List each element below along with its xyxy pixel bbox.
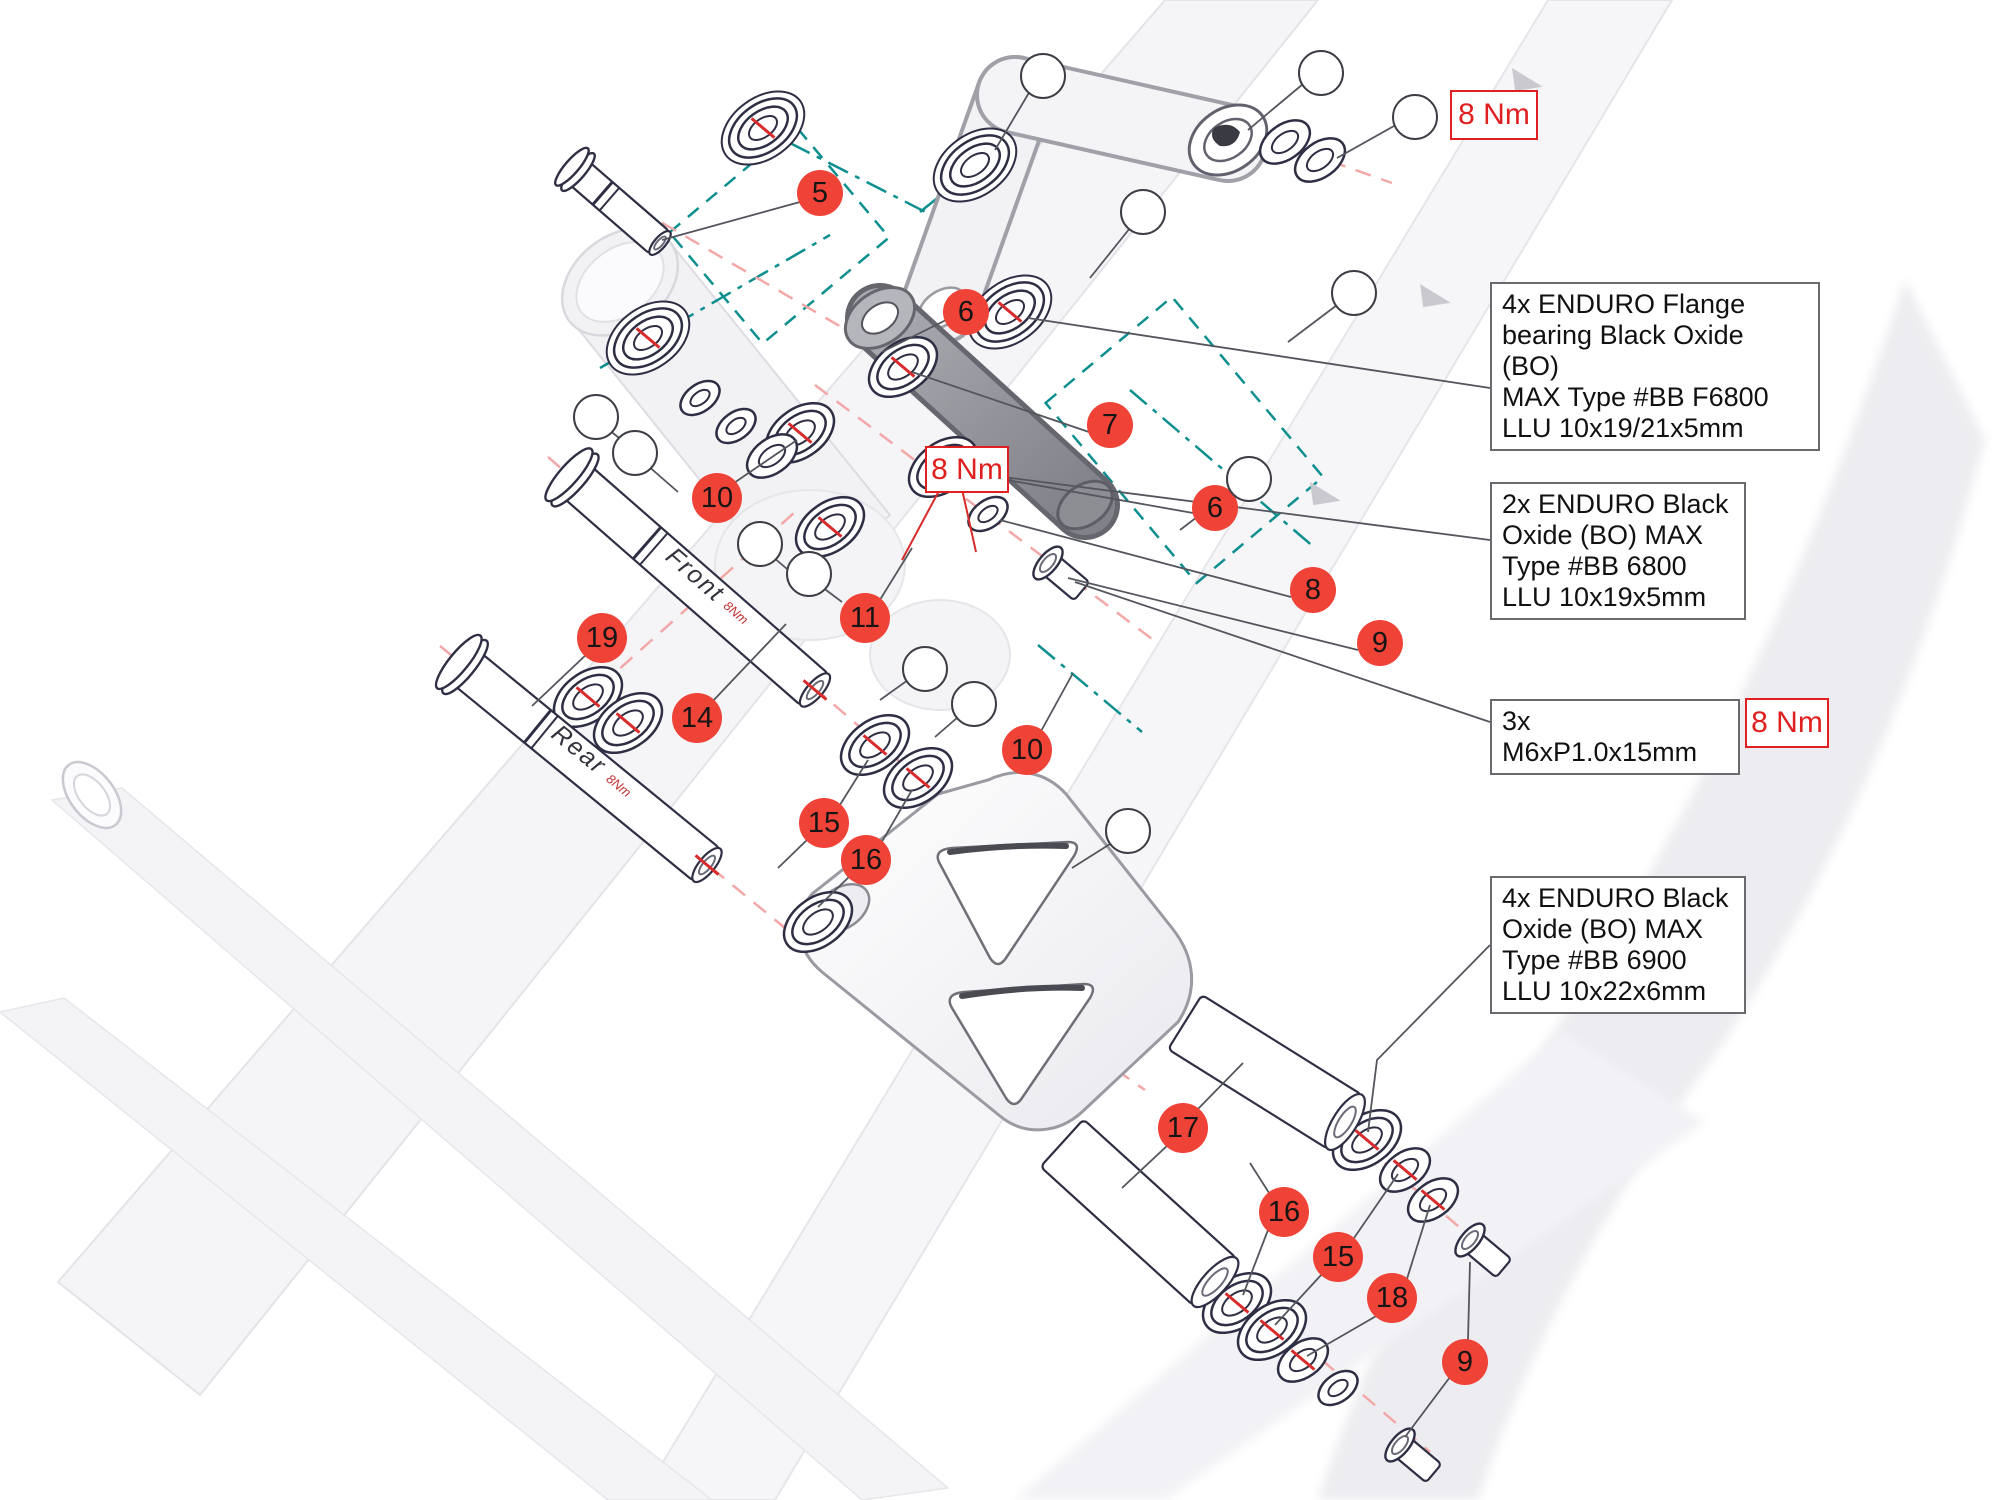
bearing-rings (1258, 119, 1312, 165)
m6-bolt (1384, 1427, 1441, 1482)
m6-bolt (1032, 545, 1089, 600)
bearing-rings (782, 890, 854, 954)
bearing-rings (1317, 1369, 1359, 1407)
pivot-sleeve-upper (1168, 995, 1366, 1151)
bearing-rings (715, 407, 757, 445)
hint-arrow-icon (1420, 284, 1451, 308)
pivot-pin (554, 146, 672, 257)
m6-bolt (1454, 1222, 1511, 1277)
hint-arrow-icons (1310, 68, 1543, 506)
hardware-parts (434, 90, 1511, 1482)
pivot-sleeve-lower (1041, 1120, 1240, 1309)
bearing-rings (1293, 137, 1347, 183)
bearing-rings (932, 127, 1018, 203)
hint-arrow-icon (1310, 482, 1341, 506)
bearing-rings (967, 495, 1009, 533)
bearing-rings (679, 379, 721, 417)
hint-arrow-icon (1512, 68, 1543, 92)
